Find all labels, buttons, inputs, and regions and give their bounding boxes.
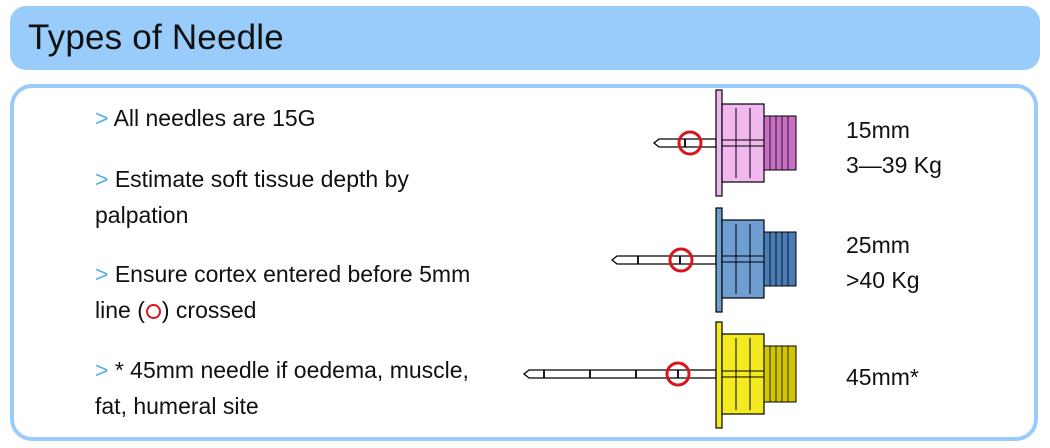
bullet-item: > Estimate soft tissue depth by palpatio… [95,161,495,233]
needle-shaft [610,255,717,265]
bullet-item: > All needles are 15G [95,100,535,136]
hub-thread [763,345,797,403]
hub-thread [763,231,797,287]
bullet-text: ) crossed [161,297,257,323]
bullet-text: Ensure cortex entered before 5mm line ( [95,261,471,323]
needle-25mm-diagram [610,207,797,313]
hub-flange [715,89,723,197]
needle-length: 25mm [846,232,910,258]
hub-body [721,333,765,415]
needle-label-45mm: 45mm* [846,360,919,395]
bullet-marker: > [95,105,109,131]
bullet-item: > * 45mm needle if oedema, muscle, fat, … [95,352,475,424]
bullet-text: All needles are 15G [113,105,316,131]
bullet-text: Estimate soft tissue depth by palpation [95,166,409,228]
title-bar: Types of Needle [10,6,1040,70]
needle-label-15mm: 15mm 3—39 Kg [846,113,942,183]
needle-45mm-diagram [522,321,797,429]
bullet-marker: > [95,166,109,192]
content-box [10,84,1038,441]
bullet-marker: > [95,261,109,287]
depth-circle-icon [145,304,161,319]
bullet-item: > Ensure cortex entered before 5mm line … [95,256,495,328]
needle-weight-range: 3—39 Kg [846,152,942,178]
depth-circle [665,361,691,387]
needle-weight-range: >40 Kg [846,267,920,293]
needle-15mm-diagram [652,89,797,197]
hub-body [721,103,765,183]
needle-length: 45mm* [846,364,919,390]
depth-circle [668,247,694,273]
hub-flange [715,207,723,313]
hub-flange [715,321,723,429]
needle-label-25mm: 25mm >40 Kg [846,228,920,298]
page-title: Types of Needle [28,18,284,57]
hub-body [721,219,765,299]
depth-circle [677,130,703,156]
bullet-marker: > [95,357,109,383]
needle-length: 15mm [846,117,910,143]
bullet-text: * 45mm needle if oedema, muscle, fat, hu… [95,357,469,419]
hub-thread [763,115,797,171]
